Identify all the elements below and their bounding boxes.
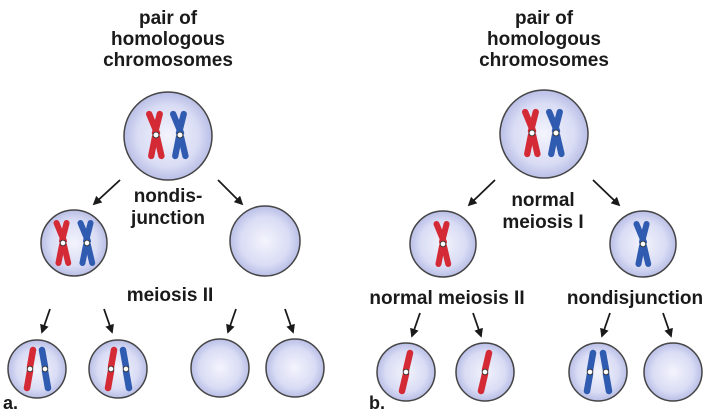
cell-parent-a (123, 91, 213, 181)
chromosome-blue-cell-a (77, 220, 96, 266)
title-b-line2: homologous (487, 29, 601, 50)
arrow-b-parent-left (467, 179, 496, 207)
arrow-b-left-2 (472, 312, 483, 338)
chromatid-red-gamete-a1 (23, 346, 37, 392)
chromosome-red-parent-b (522, 108, 541, 158)
event-label-b: normal meiosis I (488, 190, 598, 234)
chromosome-red-cell-b (433, 221, 452, 267)
gamete-b3 (568, 342, 628, 402)
title-a-line2: homologous (111, 29, 225, 50)
arrow-b-parent-right (592, 179, 621, 207)
cell-meiosis1-left-a (40, 209, 108, 277)
cell-meiosis1-right-a (229, 205, 301, 277)
chromosome-blue-cell-b (633, 221, 652, 267)
arrow-a-left-1 (40, 308, 51, 334)
title-a: pair of homologous chromosomes (88, 8, 248, 71)
arrow-a-right-1 (226, 308, 237, 334)
arrow-a-parent-right (217, 179, 244, 206)
stage-label-a: meiosis II (126, 285, 214, 306)
title-b-line1: pair of (514, 8, 574, 29)
panel-letter-b: b. (369, 393, 385, 413)
chromosome-red-parent-a (146, 110, 165, 160)
event-a-line2: junction (131, 208, 205, 229)
right-label-b: nondisjunction (566, 288, 704, 309)
chromatid-red-gamete-b2 (477, 349, 493, 395)
title-b: pair of homologous chromosomes (464, 8, 624, 71)
chromatid-blue-gamete-a2 (119, 346, 133, 392)
chromatid-blue-gamete-a1 (38, 346, 52, 392)
cell-parent-b (499, 89, 589, 179)
chromatid-blue-gamete-b3b (599, 349, 613, 395)
chromosome-blue-parent-b (546, 108, 565, 158)
panel-letter-a: a. (3, 393, 19, 413)
gamete-a4 (265, 338, 325, 398)
event-a-line1: nondis- (133, 186, 203, 207)
chromatid-red-gamete-a2 (104, 346, 118, 392)
event-b-line2: meiosis I (502, 212, 584, 233)
arrow-b-left-1 (410, 312, 421, 338)
gamete-a1 (7, 339, 67, 399)
title-a-line3: chromosomes (103, 50, 233, 71)
chromatid-blue-gamete-b3a (583, 349, 597, 395)
left-label-b: normal meiosis II (369, 288, 525, 309)
chromatid-red-gamete-b1 (398, 349, 414, 395)
gamete-a2 (88, 339, 148, 399)
arrow-b-right-2 (662, 312, 673, 338)
arrow-a-right-2 (284, 308, 295, 334)
gamete-a3 (190, 338, 250, 398)
chromosome-red-cell-a (53, 220, 72, 266)
event-label-a: nondis- junction (118, 186, 218, 230)
chromosome-blue-parent-a (170, 110, 189, 160)
arrow-a-left-2 (103, 308, 114, 334)
arrow-a-parent-left (92, 179, 121, 206)
event-b-line1: normal (511, 190, 575, 211)
title-b-line3: chromosomes (479, 50, 609, 71)
arrow-b-right-1 (600, 312, 611, 338)
title-a-line1: pair of (138, 8, 198, 29)
gamete-b4 (643, 342, 703, 402)
